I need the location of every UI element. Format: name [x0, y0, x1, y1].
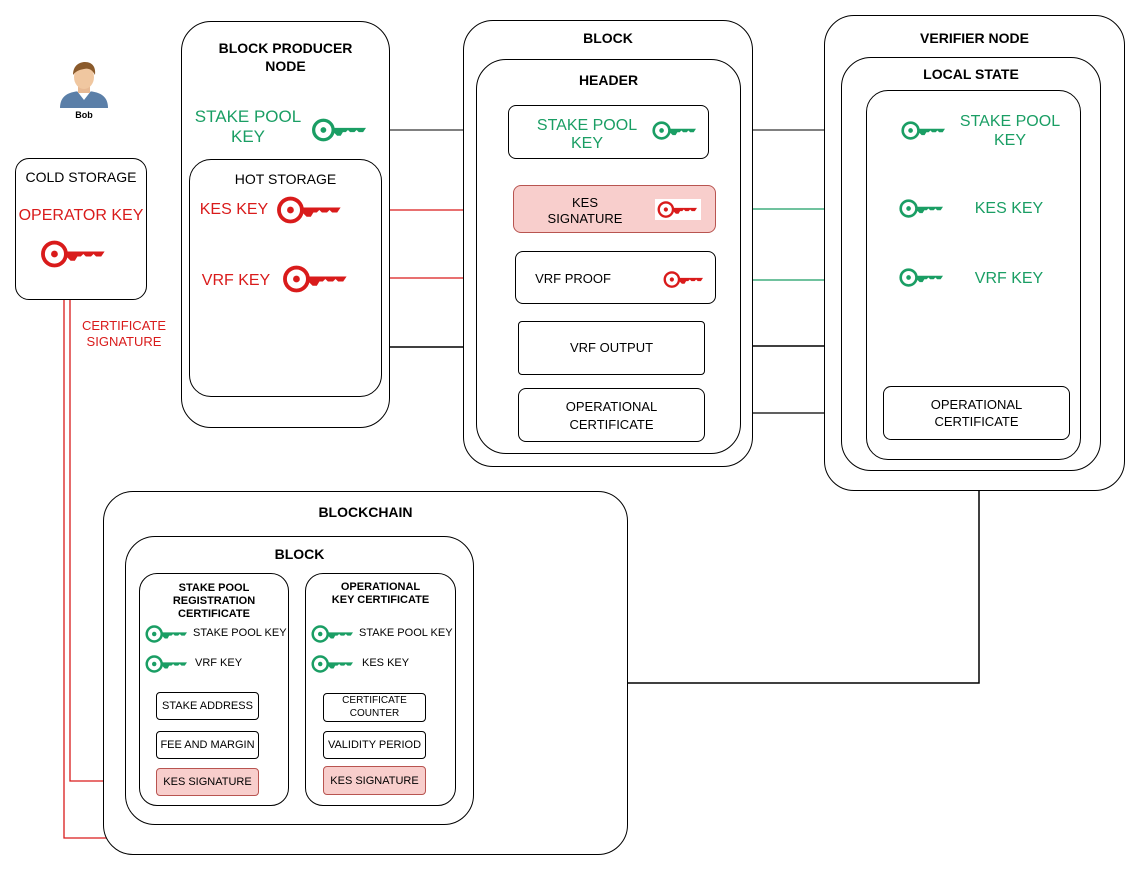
header-stake-pool-key-line1: STAKE POOL	[536, 117, 638, 134]
verifier-vrf-key-label: VRF KEY	[974, 270, 1044, 287]
header-vrf-key-icon	[663, 271, 703, 288]
header-stake-pool-key-line2: KEY	[570, 135, 603, 152]
cold-storage-title: COLD STORAGE	[25, 169, 137, 185]
header-stake-pool-key-icon	[652, 121, 696, 140]
header-operational-certificate-line2: CERTIFICATE	[569, 417, 654, 432]
header-kes-signature-line1: KES	[571, 195, 598, 210]
verifier-kes-key-label: KES KEY	[974, 200, 1044, 217]
producer-vrf-key-icon	[283, 265, 347, 293]
certificate-signature-line2: SIGNATURE	[86, 334, 162, 349]
stake-address-box: STAKE ADDRESS	[156, 692, 259, 720]
producer-kes-key-label: KES KEY	[199, 201, 269, 218]
header-kes-signature-line2: SIGNATURE	[547, 211, 623, 226]
registration-kes-signature-box: KES SIGNATURE	[156, 768, 259, 796]
operator-key-label: OPERATOR KEY	[18, 207, 144, 224]
cold-storage-box	[15, 158, 147, 300]
user-name-label: Bob	[75, 110, 93, 120]
registration-cert-title-line1: STAKE POOL	[178, 582, 250, 594]
registration-stake-pool-key-icon	[145, 625, 187, 643]
registration-vrf-key-icon	[145, 655, 187, 673]
operational-kes-signature-box: KES SIGNATURE	[323, 766, 426, 795]
producer-vrf-key-label: VRF KEY	[201, 272, 271, 289]
operational-kes-key-icon	[311, 655, 353, 673]
registration-cert-title-line2: REGISTRATION	[172, 595, 256, 607]
operational-kes-key-label: KES KEY	[362, 657, 410, 669]
verifier-kes-key-icon	[899, 199, 943, 218]
fee-and-margin-box: FEE AND MARGIN	[156, 731, 259, 759]
validity-period-box: VALIDITY PERIOD	[323, 731, 426, 759]
certificate-counter-line2: COUNTER	[349, 708, 400, 719]
fee-and-margin-label: FEE AND MARGIN	[160, 739, 255, 751]
verifier-operational-certificate-box	[883, 386, 1070, 440]
verifier-vrf-key-icon	[899, 268, 943, 287]
user-avatar-icon	[60, 62, 108, 108]
arrow-blockchain-to-verifier	[627, 476, 983, 684]
registration-stake-pool-key-label: STAKE POOL KEY	[193, 627, 287, 639]
certificate-signature-line1: CERTIFICATE	[81, 318, 167, 333]
operational-cert-title-line2: KEY CERTIFICATE	[331, 594, 430, 606]
operational-cert-title-line1: OPERATIONAL	[340, 581, 421, 593]
header-vrf-proof-label: VRF PROOF	[535, 271, 611, 286]
blockchain-block-title: BLOCK	[274, 546, 325, 562]
verifier-stake-pool-key-line1: STAKE POOL	[959, 113, 1061, 130]
registration-cert-title-line3: CERTIFICATE	[178, 608, 250, 620]
header-kes-key-icon	[657, 201, 697, 218]
header-vrf-proof-box	[515, 251, 716, 304]
hot-storage-title: HOT STORAGE	[234, 171, 337, 187]
producer-stake-pool-key-icon	[312, 118, 366, 142]
validity-period-label: VALIDITY PERIOD	[327, 739, 422, 751]
registration-certificate-box	[139, 573, 289, 806]
local-state-title: LOCAL STATE	[923, 66, 1019, 82]
registration-vrf-key-label: VRF KEY	[195, 657, 243, 669]
header-vrf-output-label: VRF OUTPUT	[569, 340, 654, 355]
header-operational-certificate-line1: OPERATIONAL	[565, 399, 658, 414]
operator-key-icon	[41, 240, 105, 268]
header-vrf-output-box	[518, 321, 705, 375]
verifier-operational-certificate-line1: OPERATIONAL	[930, 397, 1023, 412]
verifier-title: VERIFIER NODE	[920, 30, 1029, 46]
header-title: HEADER	[578, 72, 639, 88]
blockchain-title: BLOCKCHAIN	[318, 504, 413, 520]
verifier-operational-certificate-line2: CERTIFICATE	[934, 414, 1019, 429]
operational-stake-pool-key-label: STAKE POOL KEY	[359, 627, 453, 639]
header-operational-certificate-box	[518, 388, 705, 442]
producer-stake-pool-key-line1: STAKE POOL	[194, 107, 302, 126]
operational-stake-pool-key-icon	[311, 625, 353, 643]
operational-kes-signature-label: KES SIGNATURE	[330, 774, 419, 787]
verifier-stake-pool-key-icon	[901, 121, 945, 140]
stake-address-label: STAKE ADDRESS	[162, 700, 253, 712]
producer-title-line1: BLOCK PRODUCER	[218, 40, 353, 56]
producer-title-line2: NODE	[265, 58, 306, 74]
certificate-counter-line1: CERTIFICATE	[342, 695, 407, 706]
producer-stake-pool-key-line2: KEY	[230, 127, 266, 146]
certificate-counter-box	[323, 693, 426, 722]
block-title: BLOCK	[583, 30, 633, 46]
producer-kes-key-icon	[277, 196, 341, 224]
verifier-stake-pool-key-line2: KEY	[993, 132, 1026, 149]
registration-kes-signature-label: KES SIGNATURE	[163, 776, 252, 788]
